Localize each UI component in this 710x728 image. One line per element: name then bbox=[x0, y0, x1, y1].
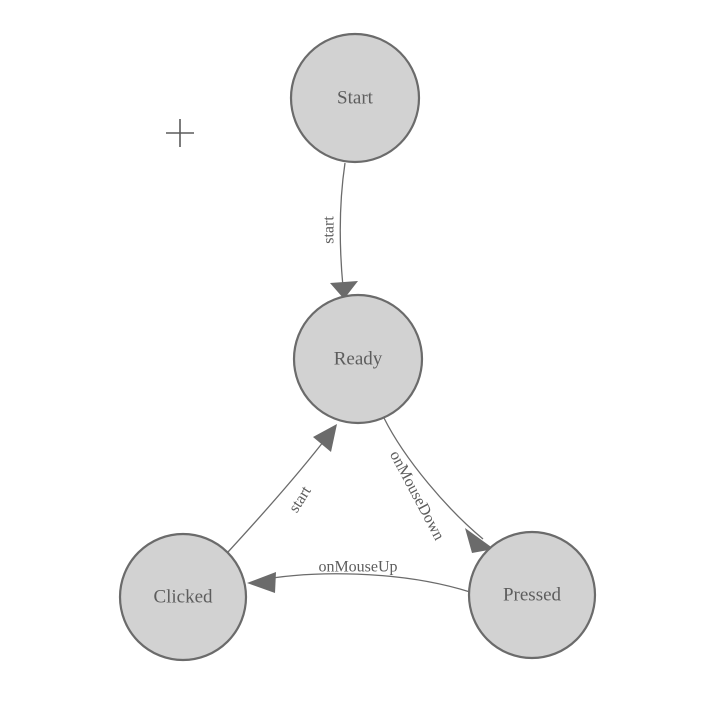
node-ready-label: Ready bbox=[334, 348, 383, 369]
edge-path-pressed-to-clicked bbox=[254, 573, 471, 593]
edge-ready-to-pressed[interactable]: onMouseDown bbox=[383, 417, 494, 553]
edge-label-start-to-ready: start bbox=[321, 216, 338, 244]
edge-clicked-to-ready[interactable]: start bbox=[227, 424, 337, 553]
edge-path-ready-to-pressed bbox=[383, 417, 484, 540]
node-clicked[interactable]: Clicked bbox=[118, 532, 248, 662]
node-pressed-label: Pressed bbox=[503, 584, 562, 605]
edge-arrowhead-ready-to-pressed bbox=[465, 528, 494, 553]
node-start-label: Start bbox=[337, 87, 374, 108]
edge-arrowhead-pressed-to-clicked bbox=[247, 572, 276, 593]
plus-crosshair-icon bbox=[166, 119, 194, 147]
edge-arrowhead-clicked-to-ready bbox=[313, 424, 337, 452]
edge-pressed-to-clicked[interactable]: onMouseUp bbox=[247, 559, 471, 593]
edge-label-pressed-to-clicked: onMouseUp bbox=[318, 559, 397, 576]
edge-start-to-ready[interactable]: start bbox=[321, 162, 358, 299]
node-pressed-circle[interactable] bbox=[467, 530, 597, 660]
node-start[interactable]: Start bbox=[289, 32, 421, 164]
node-ready-circle[interactable] bbox=[292, 293, 424, 425]
edge-label-clicked-to-ready: start bbox=[286, 483, 315, 516]
edge-path-clicked-to-ready bbox=[227, 436, 328, 553]
node-clicked-circle[interactable] bbox=[118, 532, 248, 662]
edge-path-start-to-ready bbox=[339, 162, 346, 288]
edge-arrowhead-start-to-ready bbox=[330, 281, 358, 299]
node-pressed[interactable]: Pressed bbox=[467, 530, 597, 660]
node-clicked-label: Clicked bbox=[153, 586, 213, 607]
node-start-circle[interactable] bbox=[289, 32, 421, 164]
node-ready[interactable]: Ready bbox=[292, 293, 424, 425]
